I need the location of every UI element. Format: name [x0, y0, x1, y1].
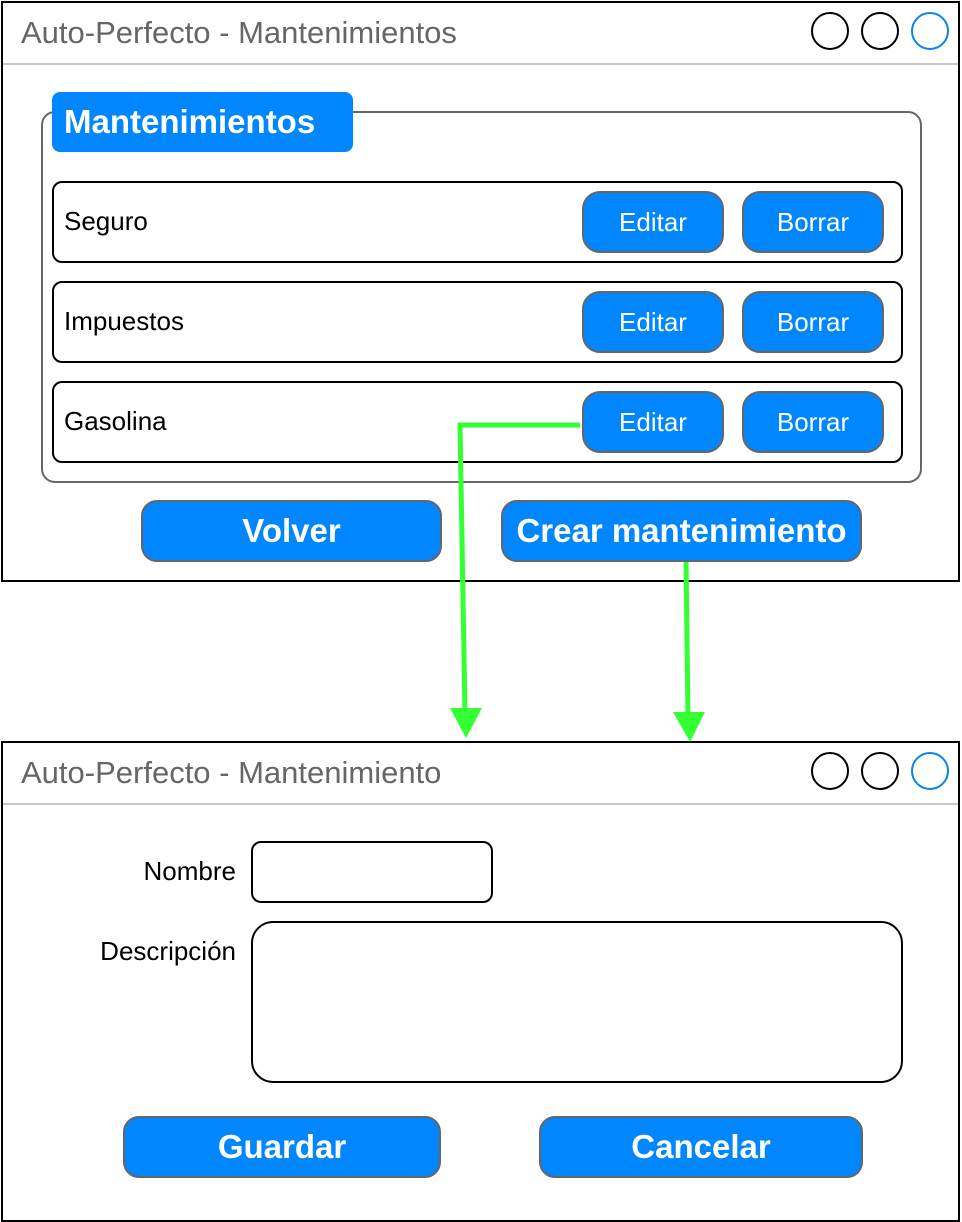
name-input[interactable]: [251, 841, 493, 903]
title-bar: Auto-Perfecto - Mantenimientos: [3, 3, 958, 65]
group-title: Mantenimientos: [52, 92, 353, 152]
edit-button[interactable]: Editar: [582, 191, 724, 253]
list-item-label: Seguro: [64, 206, 148, 236]
title-bar: Auto-Perfecto - Mantenimiento: [3, 743, 958, 805]
delete-button[interactable]: Borrar: [742, 391, 884, 453]
list-item: Seguro Editar Borrar: [52, 181, 903, 263]
name-label: Nombre: [143, 856, 236, 886]
window-control-circle-icon[interactable]: [811, 752, 849, 790]
back-button[interactable]: Volver: [141, 500, 442, 562]
window-control-circle-icon[interactable]: [861, 752, 899, 790]
create-maintenance-button[interactable]: Crear mantenimiento: [501, 500, 862, 562]
delete-button[interactable]: Borrar: [742, 191, 884, 253]
window-control-circle-icon[interactable]: [911, 752, 949, 790]
window-title: Auto-Perfecto - Mantenimientos: [21, 15, 457, 50]
list-item: Gasolina Editar Borrar: [52, 381, 903, 463]
window-control-circle-icon[interactable]: [811, 12, 849, 50]
window-control-circle-icon[interactable]: [911, 12, 949, 50]
maintenance-form-window: Auto-Perfecto - Mantenimiento Nombre Des…: [1, 741, 960, 1222]
cancel-button[interactable]: Cancelar: [539, 1116, 863, 1178]
arrowhead-icon: [673, 712, 705, 742]
description-textarea[interactable]: [251, 921, 903, 1083]
list-item: Impuestos Editar Borrar: [52, 281, 903, 363]
edit-button-gasolina[interactable]: Editar: [582, 391, 724, 453]
list-item-label: Impuestos: [64, 306, 184, 336]
connector-create-to-form: [673, 561, 705, 742]
maintenance-list-window: Auto-Perfecto - Mantenimientos Mantenimi…: [1, 1, 960, 582]
save-button[interactable]: Guardar: [123, 1116, 441, 1178]
edit-button[interactable]: Editar: [582, 291, 724, 353]
arrowhead-icon: [450, 708, 482, 738]
list-item-label: Gasolina: [64, 406, 167, 436]
window-control-circle-icon[interactable]: [861, 12, 899, 50]
description-label: Descripción: [100, 936, 236, 966]
window-title: Auto-Perfecto - Mantenimiento: [21, 755, 442, 790]
delete-button[interactable]: Borrar: [742, 291, 884, 353]
